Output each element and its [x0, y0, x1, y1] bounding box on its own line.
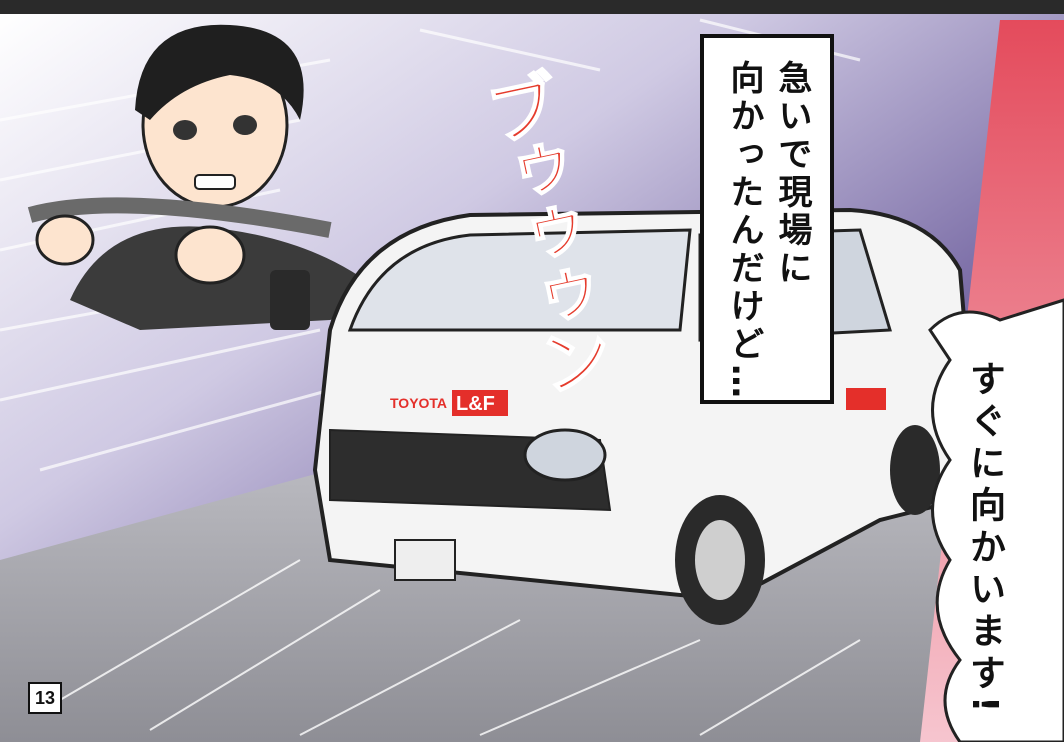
narration-box: 急いで現場に 向かったんだけど… — [700, 34, 834, 404]
page-number: 13 — [28, 682, 62, 714]
speech-bubble-shape — [928, 298, 1064, 742]
brand-logo-text: L&F — [456, 393, 495, 415]
driver-illustration — [27, 24, 390, 330]
brand-logo-box — [452, 390, 508, 416]
narration-text: 急いで現場に 向かったんだけど… — [724, 60, 812, 402]
road-speed-lines — [59, 559, 861, 736]
speech-text: すぐに向かいます! — [964, 360, 1005, 719]
brand-maker-text: TOYOTA — [390, 395, 447, 411]
